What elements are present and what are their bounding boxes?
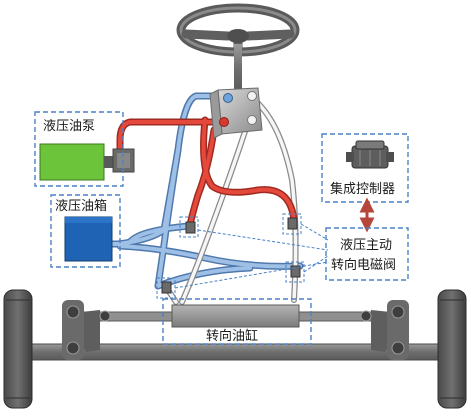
steering-column	[234, 44, 242, 94]
hydraulic-pump	[39, 143, 135, 181]
valve-label-line2: 转向电磁阀	[331, 257, 396, 273]
controller-label: 集成控制器	[330, 181, 395, 197]
pressure-lines	[116, 116, 298, 229]
hydraulic-tank	[64, 216, 113, 262]
integrated-controller	[346, 140, 394, 169]
right-wheel	[437, 289, 467, 409]
pump-dash-box	[34, 111, 124, 187]
left-steering-knuckle	[62, 300, 111, 360]
cylinder-lines	[165, 95, 299, 305]
valve-leader-lines	[174, 223, 329, 289]
return-lines	[106, 92, 304, 290]
valve-dash-box	[325, 227, 409, 281]
cylinder-dash-box	[162, 298, 312, 345]
tank-label: 液压油箱	[55, 198, 107, 214]
solenoid-valve-1	[179, 216, 199, 238]
right-steering-knuckle	[360, 300, 409, 360]
tank-dash-box	[50, 194, 121, 268]
steering-valve-block	[209, 87, 263, 139]
steering-cylinder	[171, 304, 300, 328]
valve-label-line1: 液压主动	[340, 238, 392, 253]
cylinder-label: 转向油缸	[206, 328, 258, 344]
pump-label: 液压油泵	[43, 119, 95, 134]
left-wheel	[3, 289, 33, 409]
